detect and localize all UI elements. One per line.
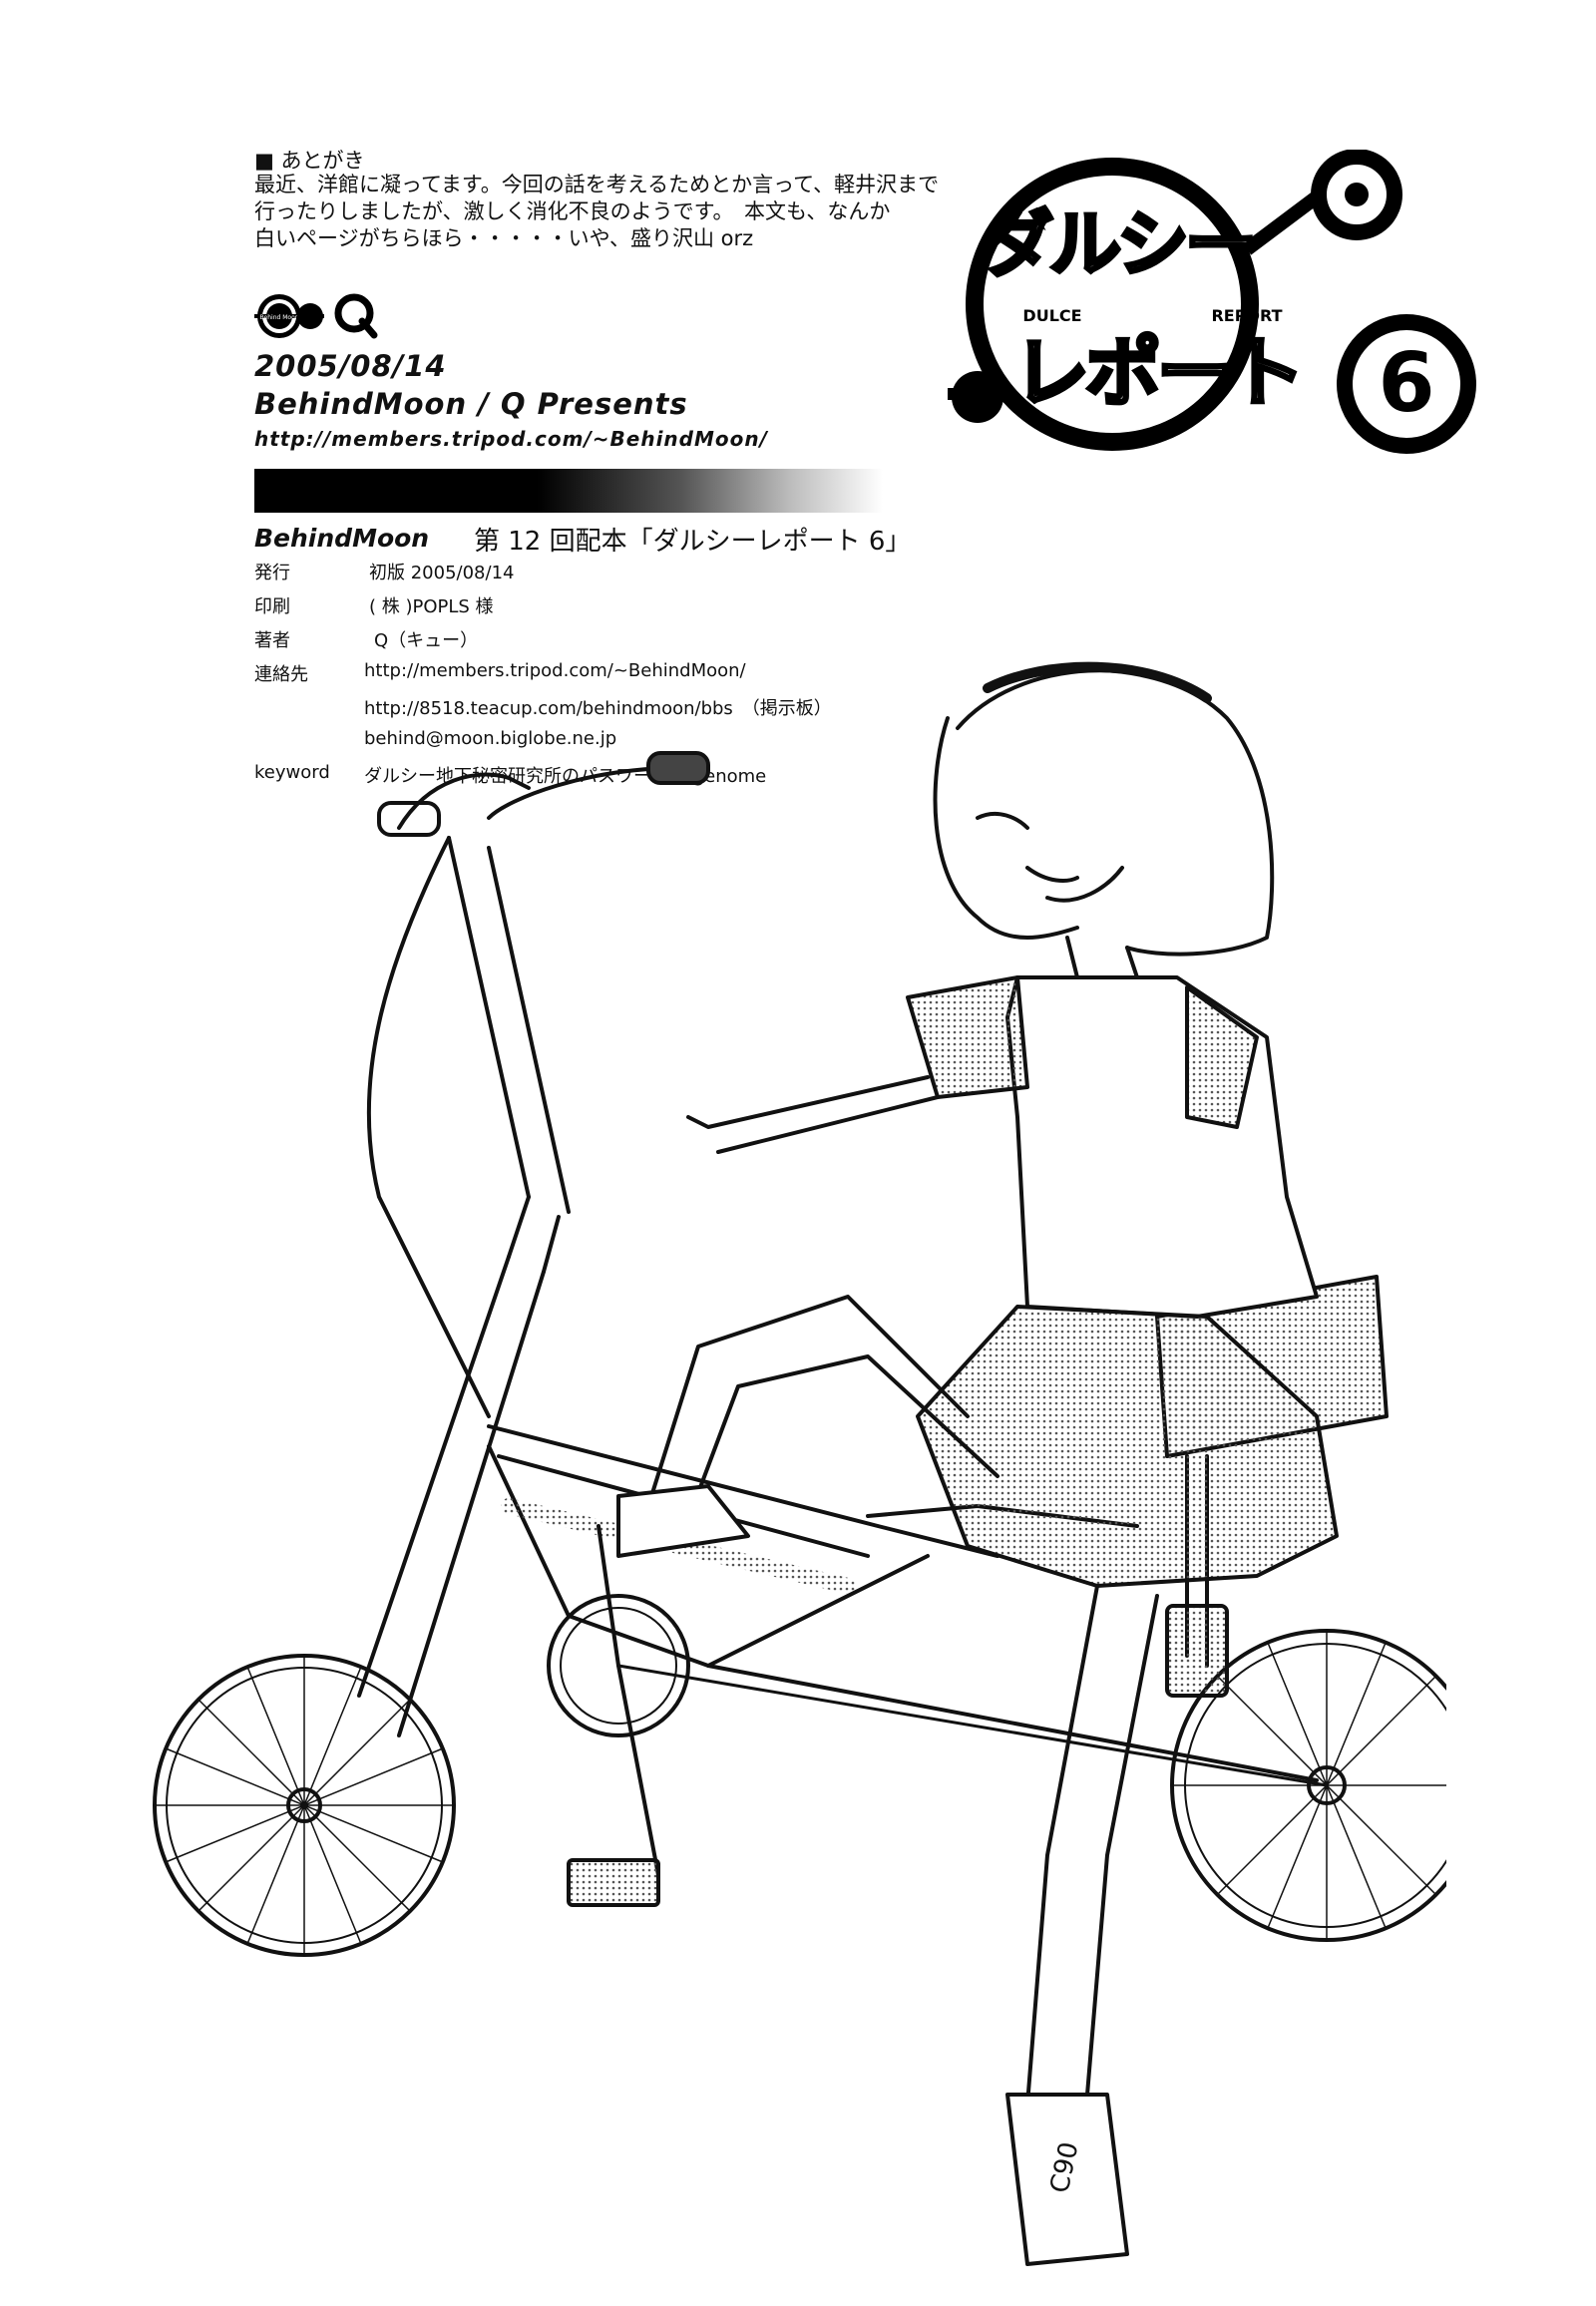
afterword-heading: ■ あとがき — [254, 149, 365, 173]
circle-logos: Behind Moon — [254, 293, 378, 339]
gradient-divider-bar — [254, 469, 883, 513]
front-wheel — [153, 1654, 456, 1957]
title-number: 6 — [1378, 336, 1434, 431]
colophon-key: keyword — [254, 762, 330, 783]
contact-url[interactable]: http://members.tripod.com/~BehindMoon/ — [364, 660, 746, 681]
colophon-key: 発行 — [254, 563, 290, 583]
svg-text:Behind Moon: Behind Moon — [259, 314, 298, 321]
girl-on-folding-bicycle-illustration-icon: C90 — [153, 661, 1446, 2266]
presents-line: BehindMoon / Q Presents — [254, 387, 688, 421]
q-magnifier-logo-icon — [334, 293, 378, 339]
title-katakana-top: ダルシー — [982, 202, 1253, 286]
girl-figure: C90 — [616, 661, 1339, 2266]
publish-date: 2005/08/14 — [254, 349, 447, 383]
dulce-report-title-logo: 6 ダルシー DULCE REPORT レポート — [948, 150, 1476, 454]
afterword-line: 行ったりしましたが、激しく消化不良のようです。 本文も、なんか — [254, 199, 891, 223]
homepage-url[interactable]: http://members.tripod.com/~BehindMoon/ — [254, 427, 768, 451]
title-english-left: DULCE — [1022, 306, 1081, 325]
colophon-value: 初版 2005/08/14 — [369, 563, 515, 583]
colophon-key: 著者 — [254, 630, 290, 651]
circle-name: BehindMoon — [254, 524, 430, 553]
contact-email[interactable]: behind@moon.biglobe.ne.jp — [364, 728, 617, 749]
afterword-line: 最近、洋館に凝ってます。今回の話を考えるためとか言って、軽井沢まで — [254, 173, 940, 196]
colophon-value: ( 株 )POPLS 様 — [369, 596, 494, 617]
afterword-text: 最近、洋館に凝ってます。今回の話を考えるためとか言って、軽井沢まで 行ったりしま… — [254, 172, 940, 252]
colophon-value: Q（キュー） — [374, 630, 479, 651]
bbs-url[interactable]: http://8518.teacup.com/behindmoon/bbs （掲… — [364, 698, 832, 719]
title-english-right: REPORT — [1211, 306, 1282, 325]
title-katakana-bottom: レポート — [1013, 328, 1301, 417]
issue-title: 第 12 回配本「ダルシーレポート 6」 — [474, 527, 912, 557]
afterword-line: 白いページがちらほら・・・・・いや、盛り沢山 orz — [254, 226, 754, 250]
behindmoon-logo-icon: Behind Moon — [254, 294, 324, 338]
colophon-key: 連絡先 — [254, 664, 308, 685]
colophon-key: 印刷 — [254, 596, 290, 617]
